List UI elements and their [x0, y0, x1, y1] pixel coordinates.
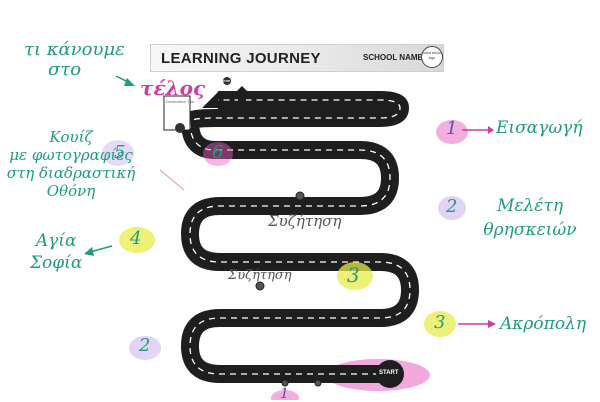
question-note: τι κάνουμε στο	[24, 40, 125, 80]
study-line-1: Μελέτη	[496, 196, 564, 216]
quiz-line-4: Οθόνη	[46, 182, 96, 200]
number-6: 6	[212, 142, 224, 163]
intro-label: Εισαγωγή	[496, 118, 583, 138]
number-1b: 1	[280, 386, 289, 402]
number-2b: 2	[139, 335, 151, 356]
start-label: START	[379, 370, 399, 376]
arrow-end-head	[124, 78, 135, 86]
arrow-intro-head	[488, 126, 494, 134]
arrow-acropolis-head	[488, 320, 496, 328]
study-line-2: θρησκειών	[483, 220, 577, 240]
end-word: τέλος	[140, 76, 206, 100]
hagia-line-2: Σοφία	[30, 253, 83, 273]
stop-pin-2	[255, 281, 265, 291]
number-5: 5	[114, 142, 126, 163]
question-line-2: στο	[48, 59, 82, 80]
number-1: 1	[446, 118, 458, 139]
number-3b: 3	[347, 263, 360, 287]
blob-4	[119, 227, 155, 253]
arrow-hagia	[89, 245, 113, 253]
blob-2b	[129, 336, 161, 360]
quiz-note: Κουίζ με φωτογραφίες στη διαδραστική Οθό…	[6, 128, 136, 200]
stop-pin-4	[314, 379, 322, 387]
road-center-dashes	[189, 99, 411, 375]
acropolis-label: Ακρόπολη	[500, 314, 587, 334]
road-end-arrow	[202, 92, 218, 108]
hagia-sophia-note: Αγία Σοφία	[30, 230, 82, 274]
up-arrow-icon	[232, 86, 252, 104]
school-name-label: SCHOOL NAME	[363, 53, 423, 62]
blob-5	[102, 140, 134, 166]
quiz-connector	[159, 169, 185, 191]
blob-6	[203, 142, 233, 166]
discussion-label-1: Συζήτηση	[268, 212, 342, 230]
quiz-line-1: Κουίζ	[49, 128, 93, 146]
blob-1b	[271, 390, 299, 400]
header-bar: LEARNING JOURNEY SCHOOL NAME Insert scho…	[150, 44, 444, 72]
question-line-1: τι κάνουμε	[24, 39, 125, 60]
stop-label: STOP	[222, 79, 231, 83]
number-3: 3	[434, 312, 446, 333]
start-circle	[376, 360, 404, 388]
quiz-line-2: με φωτογραφίες	[9, 146, 133, 164]
study-note: Μελέτη θρησκειών	[462, 194, 598, 242]
school-logo-badge: Insert school logo	[421, 46, 443, 68]
discussion-label-2: Συζήτηση	[228, 268, 292, 283]
blob-3b	[337, 262, 373, 290]
stop-sign-icon	[223, 77, 231, 85]
hagia-line-1: Αγία	[35, 231, 77, 251]
quiz-line-3: στη διαδραστική	[6, 164, 136, 182]
blob-2	[438, 196, 466, 220]
destination-caption: Destination Tick	[166, 99, 195, 104]
stop-pin-3	[281, 379, 289, 387]
header-title: LEARNING JOURNEY	[161, 50, 321, 67]
destination-pin-icon	[175, 123, 185, 133]
arrow-hagia-head	[84, 247, 94, 256]
number-2: 2	[446, 196, 458, 217]
stop-pin-1	[295, 191, 305, 201]
blob-1	[436, 120, 468, 144]
number-4: 4	[130, 228, 142, 249]
blob-3	[424, 311, 456, 337]
